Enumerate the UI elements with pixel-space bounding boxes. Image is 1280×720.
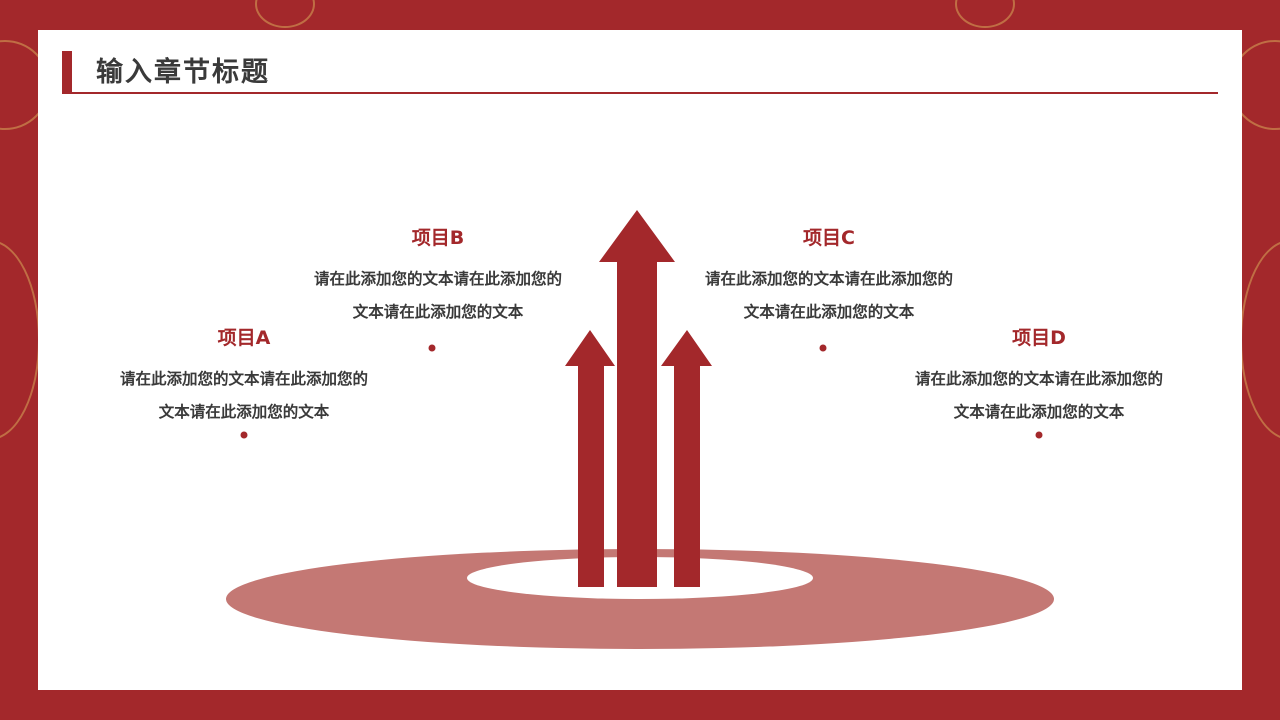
item-c-title: 项目C: [803, 227, 855, 249]
arrow-left: [565, 330, 615, 587]
page-title: 输入章节标题: [96, 57, 270, 88]
item-d-text: 请在此添加您的文本请在此添加您的 文本请在此添加您的文本: [915, 363, 1163, 429]
arrow-center: [599, 210, 675, 587]
item-c-line2: 文本请在此添加您的文本: [743, 303, 915, 321]
item-a-line2: 文本请在此添加您的文本: [158, 403, 330, 421]
item-a-text: 请在此添加您的文本请在此添加您的 文本请在此添加您的文本: [120, 363, 368, 429]
title-underline: [62, 92, 1218, 94]
item-b-text: 请在此添加您的文本请在此添加您的 文本请在此添加您的文本: [314, 263, 562, 329]
item-d-title: 项目D: [1012, 327, 1066, 349]
connector-dot-a: [240, 431, 248, 439]
item-d-line1: 请在此添加您的文本请在此添加您的: [914, 370, 1164, 388]
connector-dot-c: [819, 344, 827, 352]
item-d-line2: 文本请在此添加您的文本: [953, 403, 1125, 421]
item-a-line1: 请在此添加您的文本请在此添加您的: [119, 370, 369, 388]
item-b-title: 项目B: [411, 227, 465, 249]
title-accent-bar: [62, 51, 72, 93]
item-c-line1: 请在此添加您的文本请在此添加您的: [704, 270, 954, 288]
item-a-title: 项目A: [217, 327, 271, 349]
connector-dot-d: [1035, 431, 1043, 439]
connector-dot-b: [428, 344, 436, 352]
item-b-line2: 文本请在此添加您的文本: [352, 303, 524, 321]
item-b-line1: 请在此添加您的文本请在此添加您的: [313, 270, 563, 288]
arrow-right: [661, 330, 712, 587]
item-c-text: 请在此添加您的文本请在此添加您的 文本请在此添加您的文本: [705, 263, 953, 329]
